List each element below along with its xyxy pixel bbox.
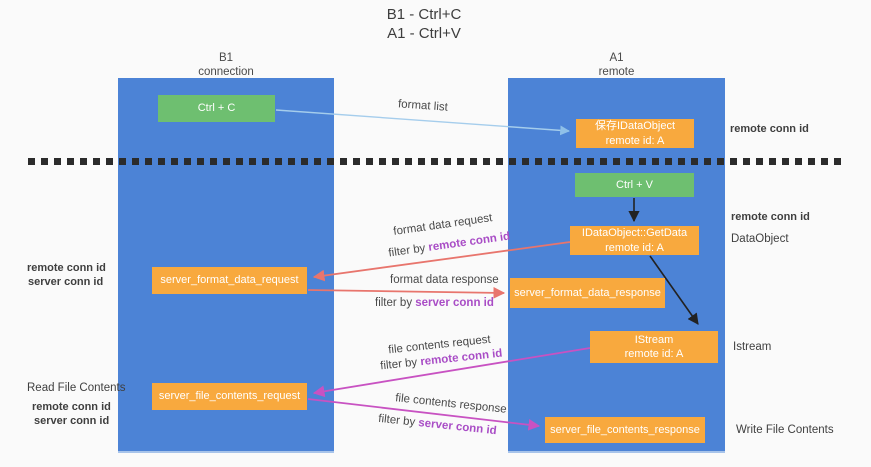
server-conn-id-text-1: server conn id [415,297,494,309]
node-server-file-contents-response: server_file_contents_response [545,417,705,443]
arrow-format-data-request [312,241,571,282]
column-header-b1: B1 connection [118,51,334,79]
left-label-server-conn-id-top: server conn id [28,276,104,288]
arrow-format-list [275,109,570,136]
node-getdata-line2: remote id: A [605,241,664,254]
right-label-remote-conn-id-mid: remote conn id [731,211,810,223]
title-line-2: A1 - Ctrl+V [387,24,461,42]
right-label-istream: Istream [733,341,772,353]
node-format-request-label: server_format_data_request [160,274,299,287]
arrow-getdata-to-istream [649,255,699,325]
right-label-dataobject: DataObject [731,233,789,245]
right-label-remote-conn-id-top: remote conn id [730,123,809,135]
node-format-response-label: server_format_data_response [514,286,661,299]
column-a1-role: remote [598,66,635,79]
node-istream: IStream remote id: A [590,331,718,363]
arrow-file-contents-request [312,347,591,398]
left-label-remote-conn-id-top: remote conn id [27,262,106,274]
node-file-request-label: server_file_contents_request [158,390,301,403]
node-server-file-contents-request: server_file_contents_request [152,383,307,410]
left-label-remote-conn-id-bottom: remote conn id [32,401,111,413]
diagram-title: B1 - Ctrl+C A1 - Ctrl+V [0,6,848,44]
node-save-idataobject-line1: 保存IDataObject [594,120,676,133]
column-a1-name: A1 [609,52,624,64]
filter-by-text-2: filter by [375,297,416,309]
label-format-data-response: format data response [390,274,499,286]
node-file-response-label: server_file_contents_response [550,423,700,436]
node-save-idataobject: 保存IDataObject remote id: A [576,119,694,148]
node-ctrl-c-label: Ctrl + C [197,102,236,115]
node-istream-line1: IStream [634,333,674,346]
node-ctrl-v-label: Ctrl + V [616,178,653,191]
node-save-idataobject-line2: remote id: A [605,134,665,147]
column-b1-role: connection [198,66,254,79]
right-label-write-file-contents: Write File Contents [736,424,834,436]
arrow-format-data-response [307,286,506,299]
node-idataobject-getdata: IDataObject::GetData remote id: A [570,226,699,255]
arrow-file-contents-response [307,398,541,431]
node-istream-line2: remote id: A [624,348,684,360]
node-server-format-data-response: server_format_data_response [510,278,665,308]
node-getdata-line1: IDataObject::GetData [581,227,688,240]
node-server-format-data-request: server_format_data_request [152,267,307,294]
left-label-server-conn-id-bottom: server conn id [34,415,110,427]
node-ctrl-v: Ctrl + V [575,173,694,197]
dashed-separator [28,158,843,165]
node-ctrl-c: Ctrl + C [158,95,275,122]
column-b1-name: B1 [218,52,234,64]
column-header-a1: A1 remote [508,51,725,79]
title-line-1: B1 - Ctrl+C [386,6,462,23]
left-label-read-file-contents: Read File Contents [27,382,126,394]
label-filter-by-server-conn-id-1: filter by server conn id [375,297,494,309]
